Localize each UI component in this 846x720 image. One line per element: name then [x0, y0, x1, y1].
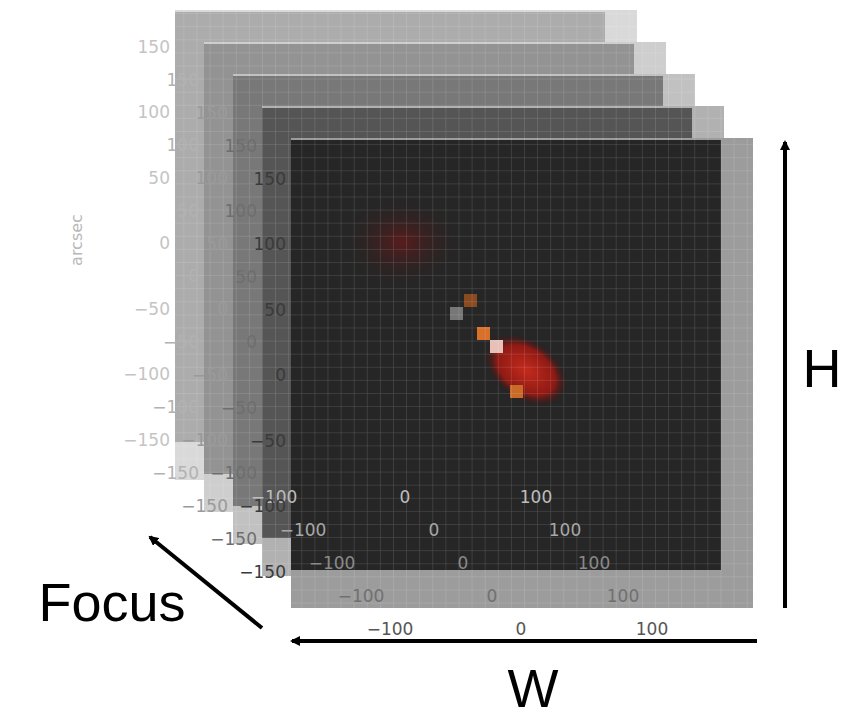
y-tick-label: 150	[167, 72, 199, 89]
x-tick-label: 0	[400, 489, 411, 506]
y-tick-label: −100	[123, 366, 170, 383]
y-tick-label: 50	[235, 269, 257, 286]
y-tick-label: −50	[192, 367, 228, 384]
y-tick-label: −50	[163, 334, 199, 351]
y-tick-label: 150	[254, 171, 286, 188]
y-tick-label: −50	[250, 433, 286, 450]
y-tick-label: 50	[148, 170, 170, 187]
y-tick-label: −150	[152, 465, 199, 482]
pixel-grid	[291, 138, 753, 608]
y-tick-label: −150	[181, 498, 228, 515]
x-tick-label: 100	[520, 489, 552, 506]
image-frame	[291, 138, 753, 608]
axis-unit-label: arcsec	[69, 214, 85, 266]
y-tick-label: 100	[167, 137, 199, 154]
y-tick-label: −150	[210, 531, 257, 548]
y-tick-label: 50	[264, 302, 286, 319]
y-tick-label: 100	[225, 203, 257, 220]
x-tick-label: −100	[309, 555, 356, 572]
y-tick-label: 150	[138, 39, 170, 56]
y-tick-label: −100	[181, 432, 228, 449]
y-tick-label: −100	[210, 465, 257, 482]
x-tick-label: 0	[458, 555, 469, 572]
x-tick-label: 100	[636, 621, 668, 638]
y-tick-label: 0	[246, 334, 257, 351]
y-tick-label: 100	[254, 236, 286, 253]
x-tick-label: 100	[607, 588, 639, 605]
x-tick-label: −100	[367, 621, 414, 638]
height-axis-label: H	[803, 341, 842, 395]
width-axis-label: W	[508, 661, 559, 715]
y-tick-label: −100	[239, 498, 286, 515]
x-tick-label: 100	[549, 522, 581, 539]
x-tick-label: −100	[338, 588, 385, 605]
x-tick-label: 100	[578, 555, 610, 572]
y-tick-label: −150	[123, 432, 170, 449]
y-tick-label: 50	[177, 203, 199, 220]
y-tick-label: 150	[225, 138, 257, 155]
y-tick-label: 0	[275, 367, 286, 384]
x-tick-label: 0	[487, 588, 498, 605]
y-tick-label: 150	[196, 105, 228, 122]
x-tick-label: 0	[516, 621, 527, 638]
x-tick-label: 0	[429, 522, 440, 539]
y-tick-label: 100	[196, 170, 228, 187]
axis-arrows	[150, 142, 785, 641]
y-tick-label: 0	[217, 301, 228, 318]
y-tick-label: −100	[152, 399, 199, 416]
width-arrow	[292, 639, 757, 643]
y-tick-label: −50	[134, 301, 170, 318]
y-tick-label: 100	[138, 104, 170, 121]
frame-border	[291, 138, 753, 608]
y-tick-label: 0	[188, 268, 199, 285]
height-arrow	[783, 142, 787, 608]
y-tick-label: 50	[206, 236, 228, 253]
focus-axis-label: Focus	[38, 575, 185, 629]
y-tick-label: −50	[221, 400, 257, 417]
y-tick-label: 0	[159, 235, 170, 252]
x-tick-label: −100	[280, 522, 327, 539]
y-tick-label: −150	[239, 564, 286, 581]
